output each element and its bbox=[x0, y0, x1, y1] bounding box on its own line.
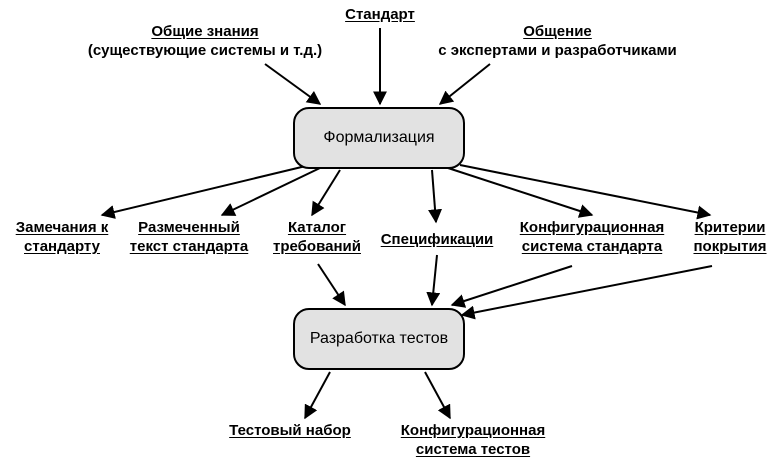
artifact-specifications: Спецификации bbox=[370, 230, 504, 249]
input-communication-subtitle: с экспертами и разработчиками bbox=[438, 42, 677, 59]
arrow-formalization-to-remarks bbox=[100, 164, 311, 219]
arrow-config-standard-to-test-development bbox=[450, 265, 573, 308]
artifact-coverage: Критерии покрытия bbox=[680, 218, 780, 256]
arrow-coverage-to-test-development bbox=[460, 265, 713, 320]
artifact-remarks: Замечания к стандарту bbox=[2, 218, 122, 256]
input-communication: Общение с экспертами и разработчиками bbox=[400, 22, 715, 60]
artifact-remarks-line1: Замечания к bbox=[15, 219, 109, 236]
arrow-catalog-to-test-development bbox=[317, 263, 346, 307]
artifact-marked-text: Размеченный текст стандарта bbox=[118, 218, 260, 256]
artifact-marked-text-line1: Размеченный bbox=[138, 219, 240, 236]
output-config-tests-line1: Конфигурационная bbox=[400, 422, 546, 439]
artifact-marked-text-line2: текст стандарта bbox=[129, 238, 249, 255]
artifact-config-standard-line2: система стандарта bbox=[521, 238, 663, 255]
artifact-config-standard: Конфигурационная система стандарта bbox=[506, 218, 678, 256]
input-standard-title: Стандарт bbox=[345, 6, 415, 23]
test-development-node: Разработка тестов bbox=[293, 308, 465, 370]
input-general-knowledge-title: Общие знания bbox=[151, 23, 259, 40]
artifact-coverage-line1: Критерии bbox=[694, 219, 766, 236]
output-test-suite: Тестовый набор bbox=[205, 421, 375, 440]
output-test-suite-line1: Тестовый набор bbox=[229, 422, 351, 439]
artifact-coverage-line2: покрытия bbox=[693, 238, 767, 255]
arrow-formalization-to-config-standard bbox=[447, 167, 594, 218]
artifact-remarks-line2: стандарту bbox=[24, 238, 100, 255]
arrow-test-development-to-config-tests bbox=[424, 371, 451, 420]
input-general-knowledge-subtitle: (существующие системы и т.д.) bbox=[87, 42, 323, 59]
arrow-formalization-to-specifications bbox=[428, 169, 443, 224]
input-communication-title: Общение bbox=[523, 23, 592, 40]
artifact-catalog-line2: требований bbox=[273, 238, 361, 255]
artifact-catalog-line1: Каталог bbox=[287, 219, 347, 236]
arrow-communication-to-formalization bbox=[438, 63, 491, 105]
arrow-test-development-to-test-suite bbox=[304, 371, 331, 420]
arrow-formalization-to-catalog bbox=[311, 169, 341, 217]
artifact-config-standard-line1: Конфигурационная bbox=[519, 219, 665, 236]
artifact-specifications-line1: Спецификации bbox=[380, 231, 494, 248]
input-standard: Стандарт bbox=[320, 5, 440, 24]
arrow-formalization-to-marked-text bbox=[220, 167, 321, 216]
output-config-tests-line2: система тестов bbox=[415, 441, 531, 458]
artifact-catalog: Каталог требований bbox=[262, 218, 372, 256]
input-general-knowledge: Общие знания (существующие системы и т.д… bbox=[55, 22, 355, 60]
output-config-tests: Конфигурационная система тестов bbox=[383, 421, 563, 459]
arrow-formalization-to-coverage bbox=[459, 164, 712, 220]
arrow-general-knowledge-to-formalization bbox=[264, 63, 322, 105]
formalization-node: Формализация bbox=[293, 107, 465, 169]
arrow-specifications-to-test-development bbox=[426, 254, 441, 307]
